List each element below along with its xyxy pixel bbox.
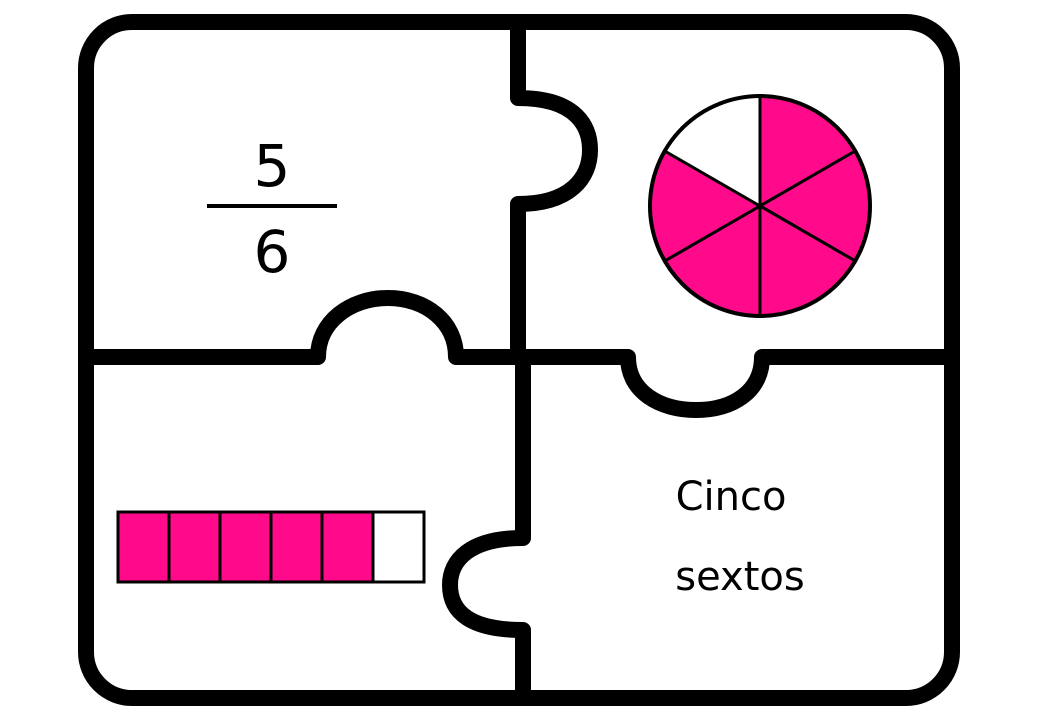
fraction-number-piece: 5 6: [207, 132, 337, 286]
fraction-word-line1: Cinco: [676, 474, 787, 520]
bar-segment-shaded: [269, 510, 324, 584]
fraction-bar-piece: [116, 510, 426, 584]
puzzle-divider-right: [515, 349, 960, 418]
bar-segment-shaded: [320, 510, 375, 584]
pie-outline: [648, 94, 872, 318]
puzzle-divider-bottom: [442, 349, 531, 706]
puzzle-divider-left: [78, 290, 526, 365]
bar-segment-empty: [371, 510, 426, 584]
bar-segment-shaded: [116, 510, 171, 584]
fraction-numerator: 5: [254, 132, 291, 200]
puzzle-divider-top: [510, 14, 598, 365]
fraction-words-piece: Cinco sextos: [675, 474, 804, 600]
bar-segment-shaded: [167, 510, 222, 584]
fraction-denominator: 6: [254, 218, 291, 286]
fraction-word-line2: sextos: [675, 554, 804, 600]
fraction-pie-piece: [648, 94, 872, 318]
bar-segment-shaded: [218, 510, 273, 584]
